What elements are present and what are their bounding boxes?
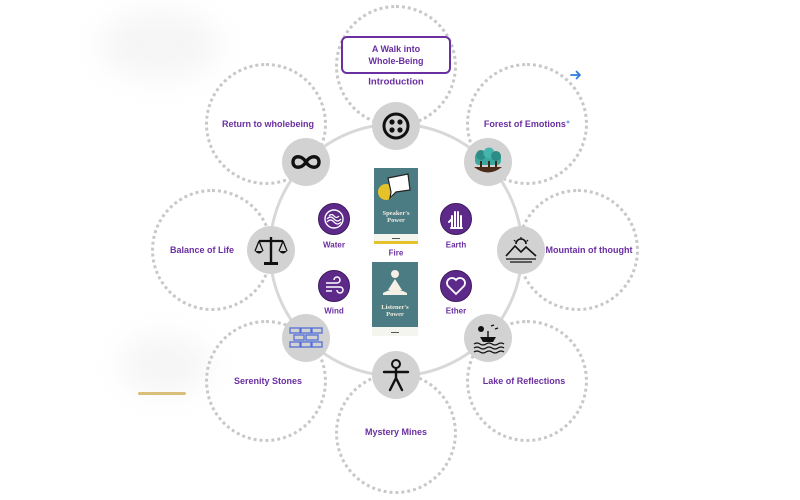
background-blur-bottom-left: [120, 335, 210, 395]
four-dots-circle-icon: [382, 112, 410, 140]
balance-scale-icon: [254, 237, 288, 265]
decorative-line-left: [138, 392, 186, 395]
book-publisher-mark: [392, 237, 400, 239]
next-arrow-button[interactable]: [567, 66, 585, 84]
node-forest-of-emotions[interactable]: [464, 138, 512, 186]
label-lake-of-reflections[interactable]: Lake of Reflections: [482, 376, 566, 386]
book-title-line-1: Listener's: [381, 304, 409, 311]
forest-icon: [474, 147, 502, 173]
infinity-icon: [291, 155, 321, 169]
element-water-label: Water: [323, 240, 345, 250]
outer-circle-forest-of-emotions[interactable]: [466, 63, 588, 185]
element-wind-label: Wind: [324, 306, 344, 316]
element-fire-label: Fire: [388, 248, 404, 258]
element-ether-label: Ether: [445, 306, 467, 316]
label-forest-of-emotions[interactable]: Forest of Emotions⁺: [484, 119, 570, 129]
heart-icon: [446, 277, 466, 296]
title-text: A Walk into Whole-Being: [369, 43, 424, 67]
label-serenity-stones[interactable]: Serenity Stones: [233, 376, 303, 386]
book-strip: [374, 241, 418, 244]
outer-circle-serenity-stones[interactable]: [205, 320, 327, 442]
outer-circle-lake-of-reflections[interactable]: [466, 320, 588, 442]
label-return-to-wholebeing[interactable]: Return to wholebeing: [222, 119, 314, 129]
book-speakers-power[interactable]: Speaker's Power: [374, 168, 418, 244]
introduction-label[interactable]: Introduction: [368, 76, 424, 88]
title-line-1: A Walk into: [371, 44, 421, 54]
outer-circle-return-to-wholebeing[interactable]: [205, 63, 327, 185]
title-line-2: Whole-Being: [368, 56, 424, 66]
node-mystery-mines[interactable]: [372, 351, 420, 399]
node-mountain-of-thought[interactable]: [497, 226, 545, 274]
book-title: Speaker's Power: [374, 210, 418, 224]
label-mystery-mines[interactable]: Mystery Mines: [364, 427, 428, 437]
element-water-node[interactable]: [318, 203, 350, 235]
water-waves-icon: [324, 209, 344, 229]
meditating-figure-icon: [383, 270, 407, 295]
arrow-right-icon: [570, 70, 581, 80]
stone-wall-icon: [289, 327, 323, 348]
node-balance-of-life[interactable]: [247, 226, 295, 274]
node-serenity-stones[interactable]: [282, 314, 330, 362]
book-title-line-1: Speaker's: [382, 210, 410, 217]
mountain-sun-icon: [505, 237, 537, 263]
node-return-to-wholebeing[interactable]: [282, 138, 330, 186]
wind-icon: [326, 276, 344, 294]
element-earth-label: Earth: [445, 240, 467, 250]
book-title-line-2: Power: [387, 217, 405, 224]
book-title-line-2: Power: [386, 311, 404, 318]
speech-bubble-icon: [378, 173, 411, 200]
background-blur-left: [100, 10, 220, 80]
forest-label-text: Forest of Emotions: [483, 119, 566, 129]
label-balance-of-life[interactable]: Balance of Life: [169, 245, 235, 255]
element-earth-node[interactable]: [440, 203, 472, 235]
human-figure-icon: [382, 359, 410, 392]
node-lake-of-reflections[interactable]: [464, 314, 512, 362]
book-title: Listener's Power: [372, 304, 418, 318]
book-footer: [374, 234, 418, 244]
book-listeners-power[interactable]: Listener's Power: [372, 262, 418, 336]
hand-icon: [448, 211, 463, 229]
title-box[interactable]: A Walk into Whole-Being: [341, 36, 451, 74]
forest-label-suffix: ⁺: [565, 119, 571, 128]
element-ether-node[interactable]: [440, 270, 472, 302]
lake-boat-icon: [473, 324, 505, 354]
label-mountain-of-thought[interactable]: Mountain of thought: [545, 245, 633, 255]
node-introduction[interactable]: [372, 102, 420, 150]
book-publisher-mark: [391, 331, 399, 333]
element-wind-node[interactable]: [318, 270, 350, 302]
